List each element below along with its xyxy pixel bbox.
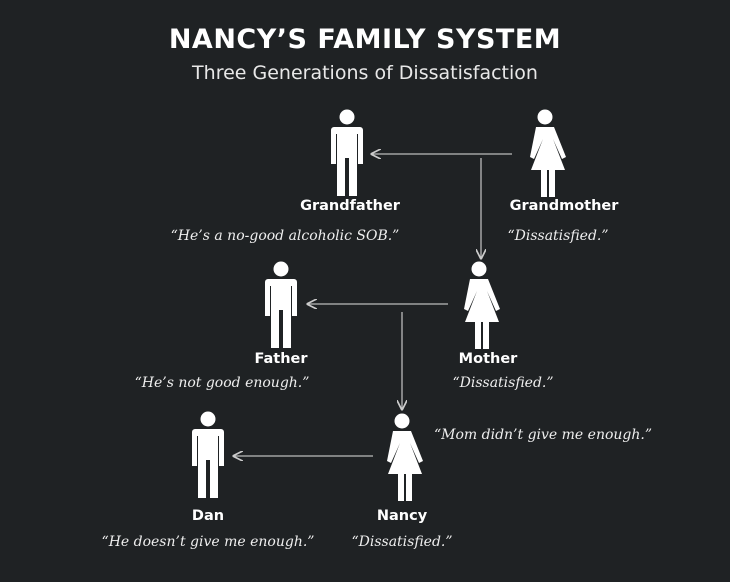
label-grandfather: Grandfather <box>300 198 400 214</box>
female-icon-mother <box>464 261 500 349</box>
label-nancy: Nancy <box>376 508 428 524</box>
male-icon-dan <box>192 411 224 498</box>
quote-grandfather: “He’s a no-good alcoholic SOB.” <box>170 228 400 244</box>
quote-nancy: “Dissatisfied.” <box>351 534 453 550</box>
male-icon-grandfather <box>331 109 363 196</box>
female-icon-nancy <box>387 413 423 501</box>
diagram-subtitle: Three Generations of Dissatisfaction <box>192 62 538 84</box>
quote-dan: “He doesn’t give me enough.” <box>101 534 315 550</box>
female-icon-grandmother <box>530 109 566 197</box>
quote-father: “He’s not good enough.” <box>134 375 310 391</box>
quote-mother: “Dissatisfied.” <box>452 375 554 391</box>
diagram-title: NANCY’S FAMILY SYSTEM <box>168 24 562 55</box>
quote-grandmother: “Dissatisfied.” <box>507 228 609 244</box>
quote-nancy-about-mother: “Mom didn’t give me enough.” <box>433 427 653 443</box>
label-grandmother: Grandmother <box>509 198 619 214</box>
label-mother: Mother <box>458 351 518 367</box>
male-icon-father <box>265 261 297 348</box>
label-dan: Dan <box>191 508 225 524</box>
label-father: Father <box>254 351 308 367</box>
